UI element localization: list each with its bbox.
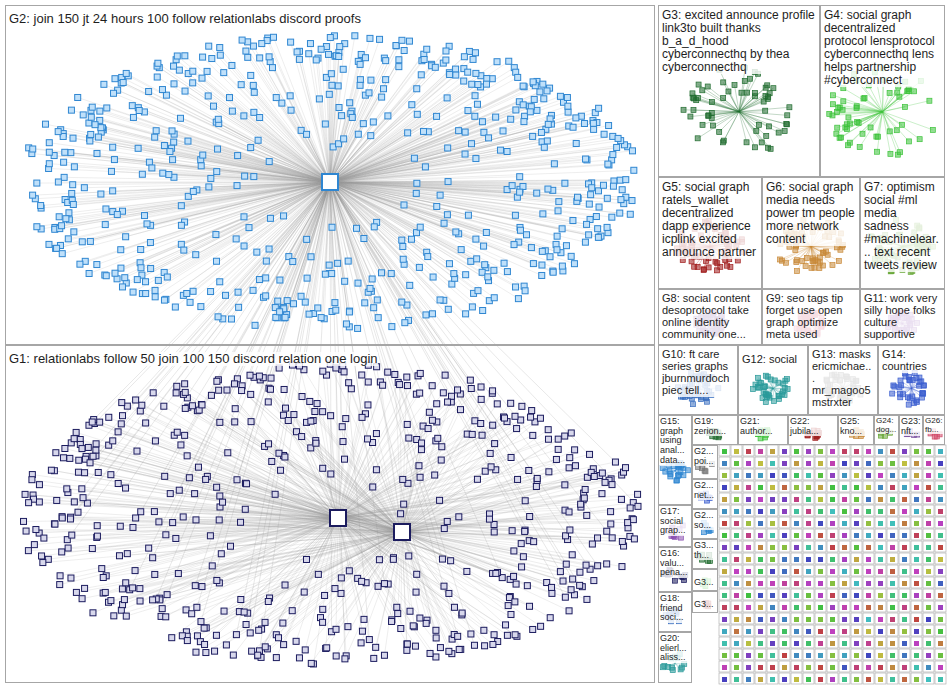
network-figure: G2: join 150 jt 24 hours 100 follow rela… xyxy=(0,0,950,688)
